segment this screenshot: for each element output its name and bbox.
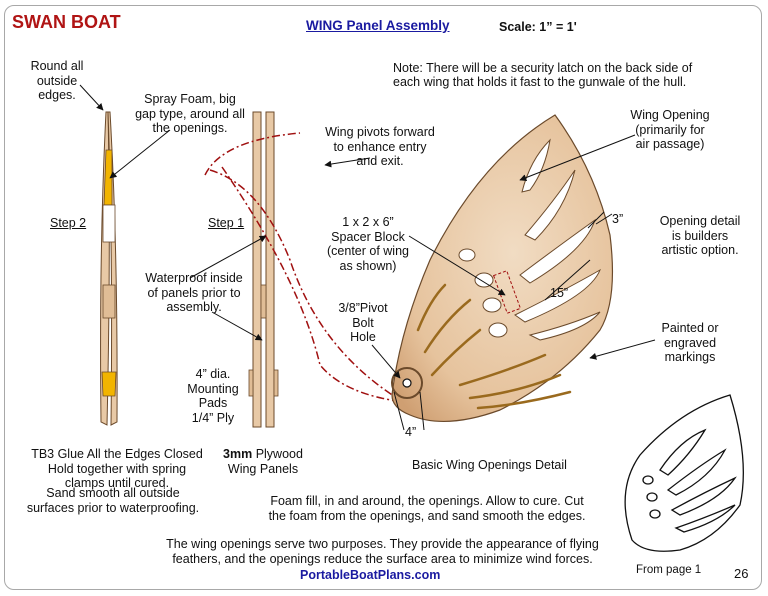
mount-pad-right (273, 369, 279, 397)
section-heading: WING Panel Assembly (306, 18, 450, 33)
mounting-pad (391, 367, 423, 399)
wing-opening-5 (528, 311, 601, 341)
dim-15in-label: 15” (550, 286, 569, 300)
spacer-block-step2 (102, 284, 116, 319)
round-opening-1 (458, 248, 476, 262)
thumbnail-caption: From page 1 (636, 564, 702, 576)
step1-label: Step 1 (208, 216, 245, 230)
step2-label: Step 2 (50, 216, 87, 230)
security-note-line2: each wing that holds it fast to the gunw… (393, 75, 687, 89)
spacer-top-step2 (102, 204, 116, 243)
plywood-note: 3mm Plywood Wing Panels (223, 447, 303, 476)
wing-opening-1 (521, 138, 551, 193)
wing-panel (391, 114, 614, 422)
scale-label: Scale: 1” = 1' (499, 20, 577, 34)
step1-panels (248, 111, 279, 428)
security-note-line1: Note: There will be a security latch on … (393, 61, 693, 75)
website-link[interactable]: PortableBoatPlans.com (300, 568, 441, 582)
page-number: 26 (734, 566, 749, 581)
basic-openings-caption: Basic Wing Openings Detail (412, 458, 567, 472)
engraved-markings (416, 283, 572, 410)
wing-opening-2 (524, 169, 576, 241)
pivot-arc-main (209, 169, 401, 401)
thumbnail-wing (624, 394, 744, 552)
dim-3in-label: 3” (612, 212, 624, 226)
purpose-note: The wing openings serve two purposes. Th… (166, 537, 599, 566)
wing-opening-3 (519, 218, 596, 284)
page-frame (4, 5, 762, 590)
spacer-block-step1 (260, 284, 267, 319)
round-opening-3 (482, 297, 502, 313)
panel-left (252, 111, 262, 428)
page-title: SWAN BOAT (12, 12, 121, 32)
wing-detail (391, 114, 614, 422)
foam-fill-note: Foam fill, in and around, the openings. … (268, 494, 586, 523)
round-opening-4 (488, 322, 508, 338)
mount-pad-left (248, 369, 254, 397)
leader-lines (79, 84, 656, 431)
foam-fill-bottom (101, 371, 117, 397)
panel-right (265, 111, 275, 428)
dim-4in-label: 4” (405, 425, 417, 439)
round-opening-2 (474, 272, 494, 288)
step2-assembly (100, 111, 118, 426)
pivot-bolt-hole (402, 378, 412, 388)
